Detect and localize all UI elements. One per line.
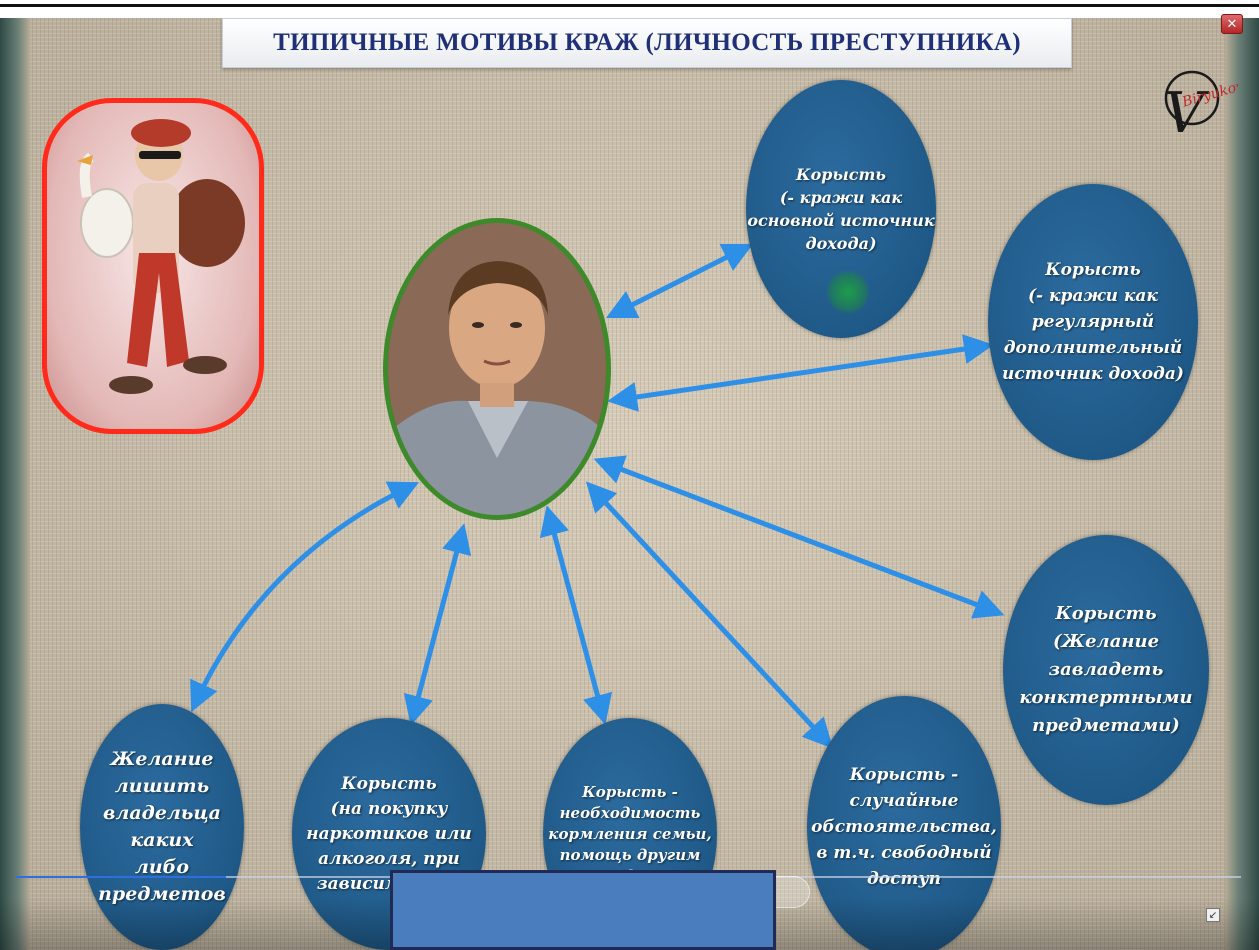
motive-text-7: Желание лишить владельца каких либо пред…	[98, 748, 226, 905]
motive-bubble-3: Корысть (Желание завладеть конктертными …	[1003, 535, 1209, 805]
top-rule	[0, 4, 1259, 7]
arrow-b5	[539, 505, 613, 725]
title-box: ТИПИЧНЫЕ МОТИВЫ КРАЖ (ЛИЧНОСТЬ ПРЕСТУПНИ…	[222, 18, 1072, 68]
arrow-b3	[593, 455, 1005, 619]
arrow-b7	[190, 481, 420, 713]
arrow-b4	[585, 481, 834, 749]
motive-bubble-2: Корысть (- кражи как регулярный дополнит…	[988, 184, 1198, 460]
cursor-highlight	[826, 270, 870, 314]
slide-title: ТИПИЧНЫЕ МОТИВЫ КРАЖ (ЛИЧНОСТЬ ПРЕСТУПНИ…	[273, 29, 1021, 56]
arrow-b1	[605, 243, 754, 319]
center-portrait	[383, 218, 611, 520]
motive-text-3: Корысть (Желание завладеть конктертными …	[1019, 603, 1193, 736]
arrow-layer	[190, 243, 1005, 749]
arrow-b2	[607, 334, 994, 412]
motive-text-6: Корысть (на покупку наркотиков или алког…	[306, 773, 472, 894]
motive-text-4: Корысть - случайные обстоятельства, в т.…	[811, 765, 997, 889]
close-icon[interactable]: ✕	[1221, 14, 1243, 34]
motive-bubble-7: Желание лишить владельца каких либо пред…	[80, 704, 244, 950]
resize-icon[interactable]: ↙	[1206, 908, 1220, 922]
thief-image	[42, 98, 264, 434]
logo-letter: V	[1164, 81, 1210, 146]
motive-text-1: Корысть (- кражи как основной источник д…	[747, 165, 935, 253]
player-control-pill[interactable]	[776, 876, 810, 908]
player-control-block[interactable]	[390, 870, 776, 950]
video-progress-fill	[16, 876, 226, 878]
slide-left-edge	[0, 18, 30, 950]
motive-bubble-4: Корысть - случайные обстоятельства, в т.…	[807, 696, 1001, 950]
motive-bubble-6: Корысть (на покупку наркотиков или алког…	[292, 718, 486, 950]
logo: V Biryukov	[1164, 70, 1238, 146]
motive-text-2: Корысть (- кражи как регулярный дополнит…	[1002, 260, 1184, 384]
slide: ТИПИЧНЫЕ МОТИВЫ КРАЖ (ЛИЧНОСТЬ ПРЕСТУПНИ…	[0, 18, 1259, 950]
arrow-b6	[403, 523, 472, 726]
slide-right-edge	[1225, 18, 1259, 950]
